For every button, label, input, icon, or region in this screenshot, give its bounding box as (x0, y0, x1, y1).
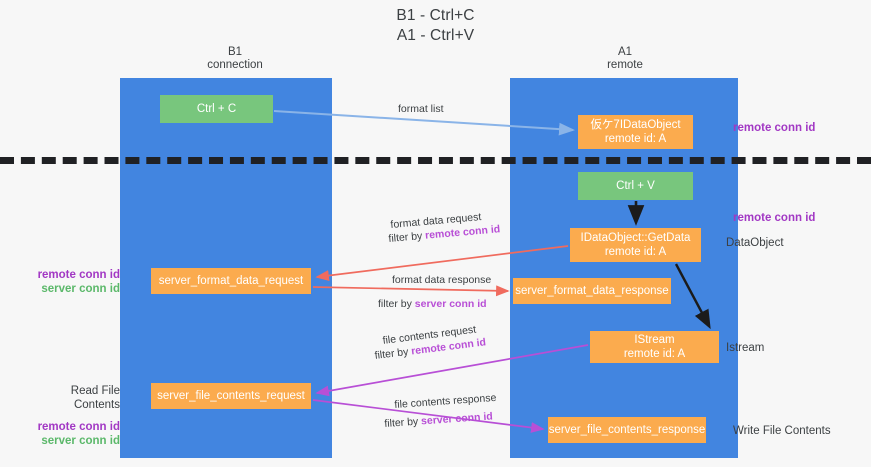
annotation-read-file-contents: Read File Contents (70, 385, 120, 411)
flow-filter-format-data-response: filter by server conn id (378, 298, 487, 311)
box-ctrl-v-label: Ctrl + V (616, 180, 655, 192)
annotation-server-conn-id-left-mid: server conn id (41, 283, 120, 295)
annotation-remote-conn-id-mid: remote conn id (733, 211, 815, 225)
column-header-b1-name: B1 (227, 46, 243, 58)
annotation-remote-conn-id-top-text: remote conn id (733, 122, 816, 134)
box-server-file-contents-request-label: server_file_contents_request (157, 390, 305, 402)
box-istream[interactable]: IStream remote id: A (590, 331, 719, 363)
annotation-conn-ids-middle: remote conn id server conn id (22, 268, 120, 296)
box-ctrl-c[interactable]: Ctrl + C (160, 95, 273, 123)
annotation-istream-text: Istream (726, 342, 765, 354)
flow-filter-prefix: filter by (388, 229, 426, 245)
box-server-file-contents-response[interactable]: server_file_contents_response (548, 417, 706, 443)
annotation-remote-conn-id-top: remote conn id (733, 121, 815, 135)
annotation-istream: Istream (726, 341, 764, 355)
wire-getdata-to-istream (674, 263, 711, 330)
annotation-remote-conn-id-mid-text: remote conn id (733, 212, 816, 224)
annotation-server-conn-id-left-bottom: server conn id (41, 435, 120, 447)
flow-label-format-data-response: format data response (392, 274, 491, 287)
flow-label-format-data-response-text: format data response (392, 274, 492, 286)
box-server-format-data-request-label: server_format_data_request (158, 275, 304, 287)
box-ctrl-c-label: Ctrl + C (196, 103, 237, 115)
box-ctrl-v[interactable]: Ctrl + V (578, 172, 693, 200)
box-idataobject-remote-id: remote id: A (604, 133, 667, 145)
wire-format-data-response (312, 285, 510, 297)
column-header-a1: A1 remote (510, 46, 740, 72)
flow-filter-prefix: filter by (384, 415, 422, 430)
annotation-dataobject: DataObject (726, 236, 784, 250)
column-header-b1: B1 connection (120, 46, 350, 72)
box-server-format-data-request[interactable]: server_format_data_request (151, 268, 311, 294)
title-line-2: A1 - Ctrl+V (396, 27, 475, 44)
page-title: B1 - Ctrl+C A1 - Ctrl+V (0, 6, 871, 46)
annotation-remote-conn-id-left-bottom: remote conn id (37, 421, 120, 433)
box-idataobject-getdata-remote-id: remote id: A (604, 246, 667, 258)
wire-format-list (273, 110, 575, 136)
wire-file-contents-response (312, 399, 545, 433)
box-server-format-data-response[interactable]: server_format_data_response (513, 278, 671, 304)
flow-filter-key: server conn id (414, 298, 487, 310)
phase-divider (0, 157, 871, 164)
annotation-write-file-contents: Write File Contents (733, 424, 831, 438)
column-header-a1-name: A1 (617, 46, 633, 58)
box-istream-label: IStream (634, 334, 675, 346)
box-server-file-contents-request[interactable]: server_file_contents_request (151, 383, 311, 409)
flow-label-format-list: format list (398, 103, 444, 116)
title-line-1: B1 - Ctrl+C (396, 7, 475, 24)
column-header-b1-role: connection (207, 59, 263, 71)
annotation-remote-conn-id-left-mid: remote conn id (37, 269, 120, 281)
wire-format-data-request (315, 245, 569, 281)
flow-label-format-list-text: format list (398, 103, 444, 115)
annotation-read-file-contents-block: Read File Contents remote conn id server… (22, 384, 120, 448)
column-header-a1-role: remote (607, 59, 643, 71)
annotation-dataobject-text: DataObject (726, 237, 784, 249)
box-idataobject-label: 仮ケ7IDataObject (590, 119, 681, 131)
wire-file-contents-request (315, 344, 589, 397)
box-idataobject-getdata-label: IDataObject::GetData (580, 232, 691, 244)
box-idataobject[interactable]: 仮ケ7IDataObject remote id: A (578, 115, 693, 149)
flow-filter-prefix: filter by (378, 298, 415, 310)
box-istream-remote-id: remote id: A (623, 348, 686, 360)
box-idataobject-getdata[interactable]: IDataObject::GetData remote id: A (570, 228, 701, 262)
box-server-file-contents-response-label: server_file_contents_response (548, 424, 706, 436)
annotation-write-file-contents-text: Write File Contents (733, 425, 831, 437)
box-server-format-data-response-label: server_format_data_response (515, 285, 669, 297)
